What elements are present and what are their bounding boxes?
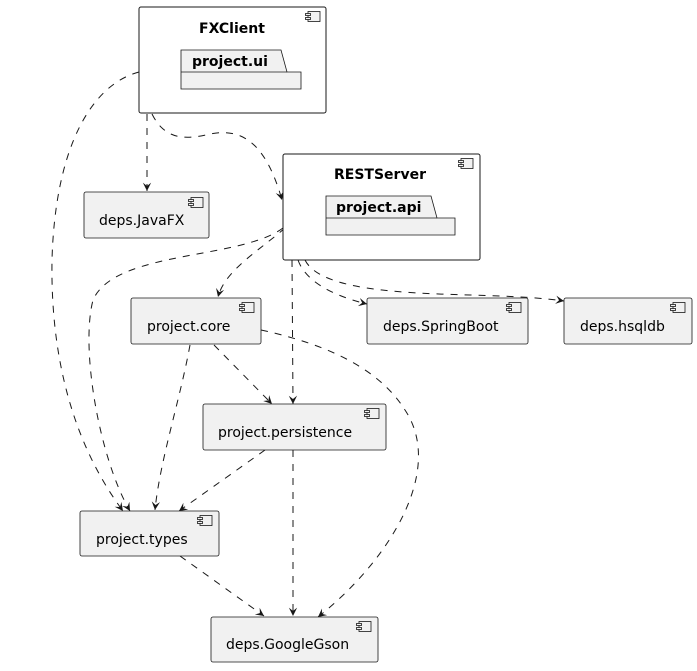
edge-restserver-springboot [297,259,368,307]
component-icon [364,408,380,419]
component-icon [197,515,213,526]
component-label: project.types [96,532,188,548]
component-icon [188,197,204,208]
component-label: deps.GoogleGson [226,637,349,653]
edge-persistence-types [178,449,266,512]
component-icon [239,302,255,313]
edge-types-gson [179,555,265,617]
edge-core-types [151,344,191,511]
package-api[interactable]: project.api [325,195,456,236]
component-icon [305,11,321,22]
edge-fxclient-restserver [151,113,284,201]
component-hsqldb[interactable]: deps.hsqldb [563,297,693,345]
component-icon [670,302,686,313]
edge-restserver-persistence [288,259,298,405]
component-label: deps.JavaFX [99,213,185,229]
package-label: project.api [336,200,421,216]
edge-restserver-types [88,227,284,512]
edge-fxclient-types [51,71,140,512]
component-types[interactable]: project.types [79,510,220,557]
package-label: project.ui [192,54,268,70]
component-label: project.core [147,319,230,335]
component-springboot[interactable]: deps.SpringBoot [366,297,529,345]
component-icon [458,158,474,169]
edge-core-persistence [213,344,273,405]
component-javafx[interactable]: deps.JavaFX [83,191,210,239]
component-title: FXClient [199,21,265,37]
dependency-edges [51,71,565,618]
component-core[interactable]: project.core [130,297,262,345]
component-gson[interactable]: deps.GoogleGson [210,616,379,663]
edge-restserver-core [216,227,286,298]
component-title: RESTServer [334,167,426,183]
component-label: deps.SpringBoot [383,319,499,335]
edge-core-gson [260,329,419,618]
component-persistence[interactable]: project.persistence [202,403,387,451]
component-restserver[interactable]: RESTServer project.api [282,153,481,261]
package-ui[interactable]: project.ui [180,49,302,90]
component-label: project.persistence [218,425,352,441]
edge-restserver-hsqldb [304,259,565,304]
component-icon [506,302,522,313]
component-fxclient[interactable]: FXClient project.ui [138,6,327,114]
component-icon [356,621,372,632]
component-label: deps.hsqldb [580,319,665,335]
